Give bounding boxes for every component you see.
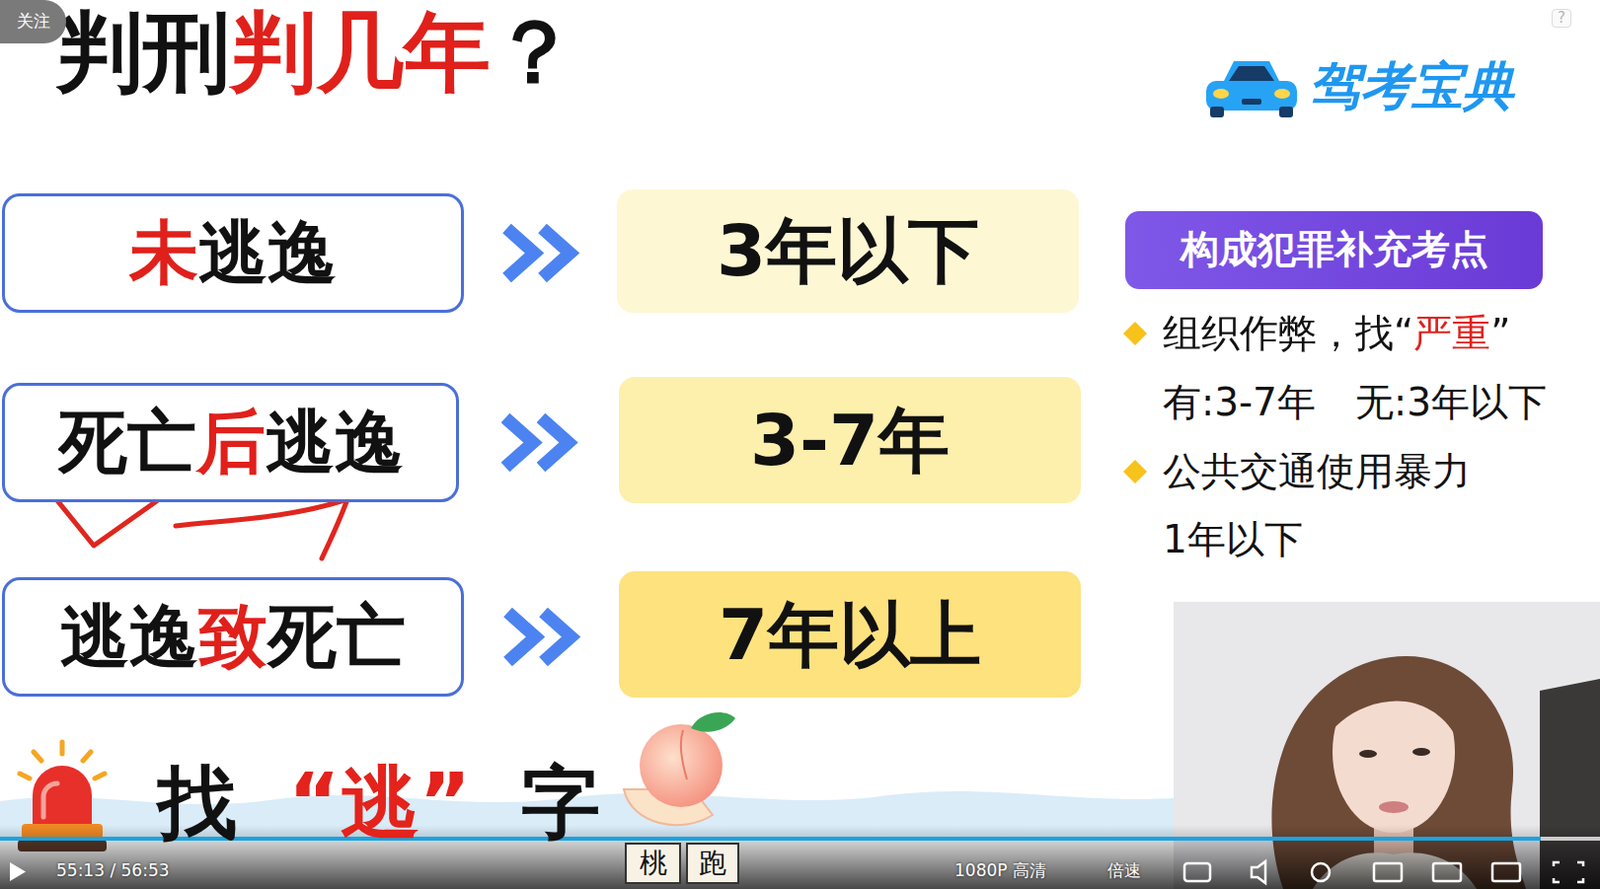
video-control-bar <box>1311 863 1330 882</box>
topic-tag: 构成犯罪补充考点 <box>1125 211 1543 290</box>
peach-icon <box>690 712 736 733</box>
box-text: 死亡后逃逸 <box>58 402 404 483</box>
video-control-bar <box>0 825 1600 889</box>
peach-icon <box>681 730 687 780</box>
video-control-bar <box>1540 837 1600 841</box>
brand-car-icon <box>1210 106 1224 118</box>
brand-logo-text: 驾考宝典 <box>1308 57 1515 117</box>
label-slot: 公共交通使用暴力 <box>1162 450 1471 495</box>
character-box: 桃 <box>624 842 682 885</box>
alarm-light-icon <box>19 773 30 779</box>
video-control-bar <box>1492 863 1521 882</box>
label-slot: 有:3-7年 <box>1162 380 1316 426</box>
chevron-connector <box>508 612 572 663</box>
label-slot: 倍速 <box>1107 861 1142 882</box>
note-text: 组织作弊，找“严重” <box>1162 311 1511 357</box>
alarm-light-icon <box>82 752 91 762</box>
note-text: 有:3-7年 <box>1162 380 1316 426</box>
box-text: 3年以下 <box>716 210 980 293</box>
label-slot: 字 <box>521 758 601 849</box>
webcam-inset <box>1378 801 1409 814</box>
slide-title: 判刑判几年？ <box>56 1 578 102</box>
bullet-diamond <box>1123 321 1147 484</box>
follow-button: 关注 <box>0 0 67 44</box>
box-text: 未逃逸 <box>129 213 337 294</box>
peach-icon <box>623 712 736 826</box>
hint-word: “逃” <box>288 758 471 849</box>
alarm-light-icon <box>33 752 42 762</box>
video-control-bar <box>1553 862 1584 883</box>
label-slot: ? <box>1551 7 1572 28</box>
bullet-diamond <box>1123 321 1147 346</box>
label-slot: 找 <box>157 758 237 849</box>
hint-word: 字 <box>521 758 601 849</box>
label-slot: 驾考宝典 <box>1308 57 1515 117</box>
video-control-bar <box>9 862 26 882</box>
video-control-bar <box>1373 863 1402 882</box>
video-control-bar <box>1184 861 1584 884</box>
label-slot: 55:13 / 56:53 <box>56 861 170 882</box>
brand-car-icon <box>1279 106 1294 118</box>
brand-car-icon <box>1241 98 1262 105</box>
box-text: 关注 <box>16 11 51 32</box>
video-control-bar <box>0 825 1600 889</box>
brand-car-icon <box>1213 88 1229 99</box>
note-text: 无:3年以下 <box>1355 380 1547 426</box>
brand-car-icon <box>1228 66 1275 81</box>
brand-car-icon <box>1206 80 1297 111</box>
note-text: 1年以下 <box>1162 518 1303 563</box>
chevron-connector <box>507 228 571 279</box>
condition-box: 死亡后逃逸 <box>1 382 459 503</box>
alarm-light-icon <box>60 742 66 755</box>
brand-car-icon <box>1206 61 1297 118</box>
hint-word: 找 <box>157 758 237 849</box>
character-box: 跑 <box>685 842 740 885</box>
alarm-light-icon <box>32 765 92 826</box>
video-quality: 1080P 高清 <box>954 861 1047 882</box>
webcam-inset <box>1359 750 1377 759</box>
box-text: 7年以上 <box>718 594 982 677</box>
webcam-inset <box>1332 663 1457 739</box>
label-slot: “逃” <box>288 758 471 849</box>
bullet-diamond <box>1123 459 1147 484</box>
box-text: 桃 <box>639 847 668 880</box>
help-icon: ? <box>1551 8 1572 28</box>
hand-annotation <box>175 499 348 559</box>
box-text: 跑 <box>698 847 727 880</box>
title-slot: 判刑判几年？ <box>56 1 578 102</box>
alarm-light-icon <box>94 773 105 779</box>
chevron-connector <box>505 418 569 468</box>
box-text: 逃逸致死亡 <box>60 597 406 678</box>
sentence-box: 3-7年 <box>618 377 1081 504</box>
video-time: 55:13 / 56:53 <box>56 861 170 882</box>
webcam-inset <box>1412 748 1431 757</box>
video-speed: 倍速 <box>1107 861 1142 882</box>
label-slot: 无:3年以下 <box>1355 380 1547 426</box>
sentence-box: 7年以上 <box>618 571 1081 698</box>
box-text: 构成犯罪补充考点 <box>1180 228 1489 273</box>
condition-box: 逃逸致死亡 <box>1 577 464 697</box>
video-control-bar <box>1433 863 1461 882</box>
sentence-box: 3年以下 <box>616 189 1079 313</box>
video-control-bar <box>1184 863 1211 882</box>
brand-car-icon <box>1274 88 1291 99</box>
video-control-bar <box>1251 861 1266 884</box>
label-slot: 组织作弊，找“严重” <box>1162 311 1511 357</box>
condition-box: 未逃逸 <box>1 193 464 313</box>
note-text: 公共交通使用暴力 <box>1162 450 1471 495</box>
peach-icon <box>639 724 723 808</box>
label-slot: 1080P 高清 <box>954 861 1047 882</box>
box-text: 3-7年 <box>750 399 950 482</box>
label-slot: 1年以下 <box>1162 518 1303 563</box>
alarm-light-icon <box>43 783 58 818</box>
